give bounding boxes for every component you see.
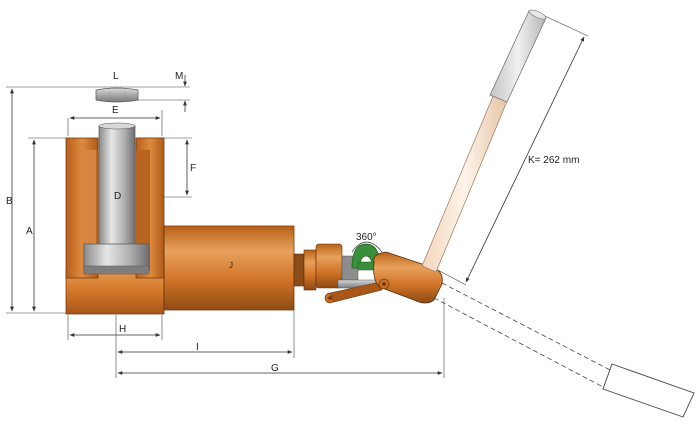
label-j: J (229, 261, 233, 270)
label-d: D (114, 191, 121, 202)
handle-alternate-position (433, 282, 695, 418)
pump-head (373, 251, 443, 304)
label-b: B (6, 196, 13, 207)
label-g: G (271, 363, 279, 374)
label-f: F (190, 163, 196, 174)
label-i: I (196, 342, 199, 353)
label-rotation: 360° (356, 232, 377, 243)
label-m: M (175, 71, 183, 82)
pump-handle (421, 9, 547, 273)
label-e: E (112, 105, 119, 116)
dimension-labels: B A E L M F D J H I G K= 262 mm 360° (6, 71, 579, 374)
piston (83, 122, 150, 275)
cylinder (163, 225, 295, 311)
label-l: L (113, 71, 119, 82)
saddle (95, 87, 139, 103)
label-k: K= 262 mm (528, 155, 579, 166)
jack-body (65, 137, 165, 315)
release-valve-knob (351, 241, 383, 271)
label-a: A (26, 226, 33, 237)
label-h: H (119, 324, 126, 335)
